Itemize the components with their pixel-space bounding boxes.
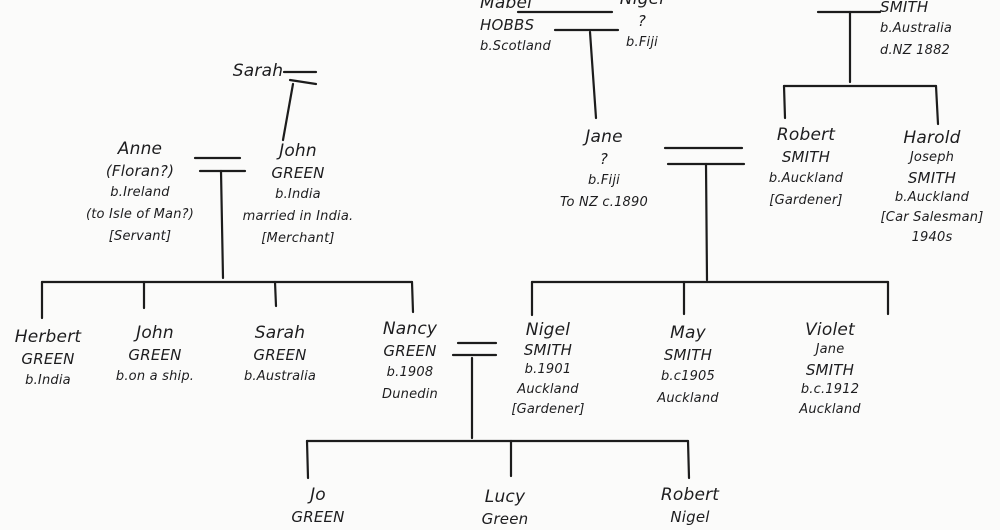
person-first-name: Sarah <box>232 61 284 81</box>
person-smith-top: SMITH b.Australia d.NZ 1882 <box>880 0 952 62</box>
person-surname: SMITH <box>880 0 929 16</box>
person-surname: SMITH <box>781 148 831 166</box>
person-mabel-hobbs: Mabel HOBBS b.Scotland <box>480 0 551 58</box>
person-birthplace: b.on a ship. <box>115 369 195 384</box>
person-surname: GREEN <box>253 346 307 364</box>
person-first-name: Nigel <box>620 0 664 10</box>
descent-line <box>281 82 295 142</box>
person-birthplace: Auckland <box>657 391 719 406</box>
person-surname: GREEN <box>128 346 182 364</box>
descent-line <box>410 280 415 314</box>
person-birthplace: b.Auckland <box>768 171 844 186</box>
person-surname: GREEN <box>21 350 75 368</box>
person-first-name: John <box>136 323 174 343</box>
descent-line <box>219 169 225 280</box>
person-occupation: [Gardener] <box>511 402 585 417</box>
person-birth-year: b.c.1912 <box>800 382 860 397</box>
person-birthplace: Dunedin <box>382 387 438 402</box>
descent-line <box>782 84 787 120</box>
person-nancy-green: Nancy GREEN b.1908 Dunedin <box>382 318 438 406</box>
person-birth-year: b.1901 <box>524 362 572 377</box>
person-jane: Jane ? b.Fiji To NZ c.1890 <box>560 126 648 214</box>
descent-line <box>588 30 598 120</box>
person-surname: Green <box>481 510 529 528</box>
person-lucy-green: Lucy Green <box>482 486 529 530</box>
person-occupation: [Car Salesman] <box>880 210 984 225</box>
person-john-green: John GREEN b.India married in India. [Me… <box>243 140 354 250</box>
person-birthplace: b.Australia <box>880 21 953 36</box>
person-note: married in India. <box>242 209 354 224</box>
person-surname: SMITH <box>663 346 713 364</box>
person-jo-green: Jo GREEN <box>291 484 344 528</box>
person-birthplace: b.India <box>25 373 71 388</box>
person-birthplace: b.Ireland <box>110 185 170 200</box>
person-note: To NZ c.1890 <box>560 195 648 210</box>
person-john-green-jr: John GREEN b.on a ship. <box>116 322 194 388</box>
descent-line <box>704 162 709 282</box>
person-first-name: Harold <box>903 128 961 148</box>
person-first-name: Herbert <box>14 327 82 347</box>
person-surname: ? <box>599 150 609 168</box>
person-note: 1940s <box>911 230 953 245</box>
person-birthplace: b.Fiji <box>588 173 620 188</box>
person-surname: GREEN <box>291 508 345 526</box>
person-middle-name: Jane <box>815 342 845 357</box>
person-sarah-green: Sarah GREEN b.Australia <box>244 322 316 388</box>
person-surname: HOBBS <box>480 16 535 34</box>
person-first-name: Violet <box>805 320 855 340</box>
person-first-name: May <box>670 323 706 343</box>
person-anne: Anne (Floran?) b.Ireland (to Isle of Man… <box>86 138 194 248</box>
person-may-smith: May SMITH b.c1905 Auckland <box>657 322 718 410</box>
person-first-name: Nigel <box>525 320 571 340</box>
person-birth-year: b.1908 <box>386 365 434 380</box>
person-occupation: [Merchant] <box>261 231 335 246</box>
person-birthplace: b.Auckland <box>894 190 970 205</box>
person-note: (to Isle of Man?) <box>85 207 195 222</box>
person-surname: SMITH <box>907 169 957 187</box>
person-first-name: Jane <box>585 127 623 147</box>
descent-line <box>686 439 691 480</box>
person-surname: SMITH <box>805 361 855 379</box>
person-first-name: Robert <box>660 485 720 505</box>
marriage-line <box>288 78 318 86</box>
person-violet-smith: Violet Jane SMITH b.c.1912 Auckland <box>799 320 860 420</box>
person-middle-name: Joseph <box>909 150 955 165</box>
person-birthplace: Auckland <box>517 382 579 397</box>
descent-line <box>305 439 310 480</box>
person-first-name: Jo <box>310 485 326 505</box>
person-nigel-top: Nigel ? b.Fiji <box>620 0 664 54</box>
person-nigel-smith: Nigel SMITH b.1901 Auckland [Gardener] <box>511 320 584 420</box>
person-birthplace: b.Scotland <box>480 39 551 54</box>
person-first-name: Sarah <box>254 323 306 343</box>
person-first-name: Robert <box>776 125 836 145</box>
person-birthplace: b.India <box>275 187 321 202</box>
person-first-name: John <box>279 141 317 161</box>
person-herbert-green: Herbert GREEN b.India <box>15 326 82 392</box>
descent-line <box>934 84 940 126</box>
person-first-name: Nancy <box>382 319 438 339</box>
person-birth-year: b.c1905 <box>660 369 716 384</box>
person-surname: GREEN <box>383 342 437 360</box>
person-surname: SMITH <box>523 341 573 359</box>
person-sarah-top: Sarah <box>233 60 283 82</box>
person-birthplace: b.Fiji <box>626 35 658 50</box>
person-death: d.NZ 1882 <box>880 43 951 58</box>
person-robert-nigel: Robert Nigel <box>661 484 719 528</box>
person-harold: Harold Joseph SMITH b.Auckland [Car Sale… <box>881 128 984 248</box>
person-middle-name: Nigel <box>670 508 710 526</box>
person-birthplace: Auckland <box>799 402 861 417</box>
person-first-name: Mabel <box>480 0 533 13</box>
person-first-name: Lucy <box>484 487 526 507</box>
descent-line <box>273 280 278 308</box>
person-first-name: Anne <box>117 139 163 159</box>
person-maiden-name: (Floran?) <box>105 162 175 180</box>
person-robert-smith: Robert SMITH b.Auckland [Gardener] <box>769 124 843 212</box>
person-occupation: [Servant] <box>108 229 172 244</box>
person-birthplace: b.Australia <box>243 369 317 384</box>
person-occupation: [Gardener] <box>769 193 843 208</box>
person-surname: ? <box>637 12 647 30</box>
person-surname: GREEN <box>271 164 325 182</box>
